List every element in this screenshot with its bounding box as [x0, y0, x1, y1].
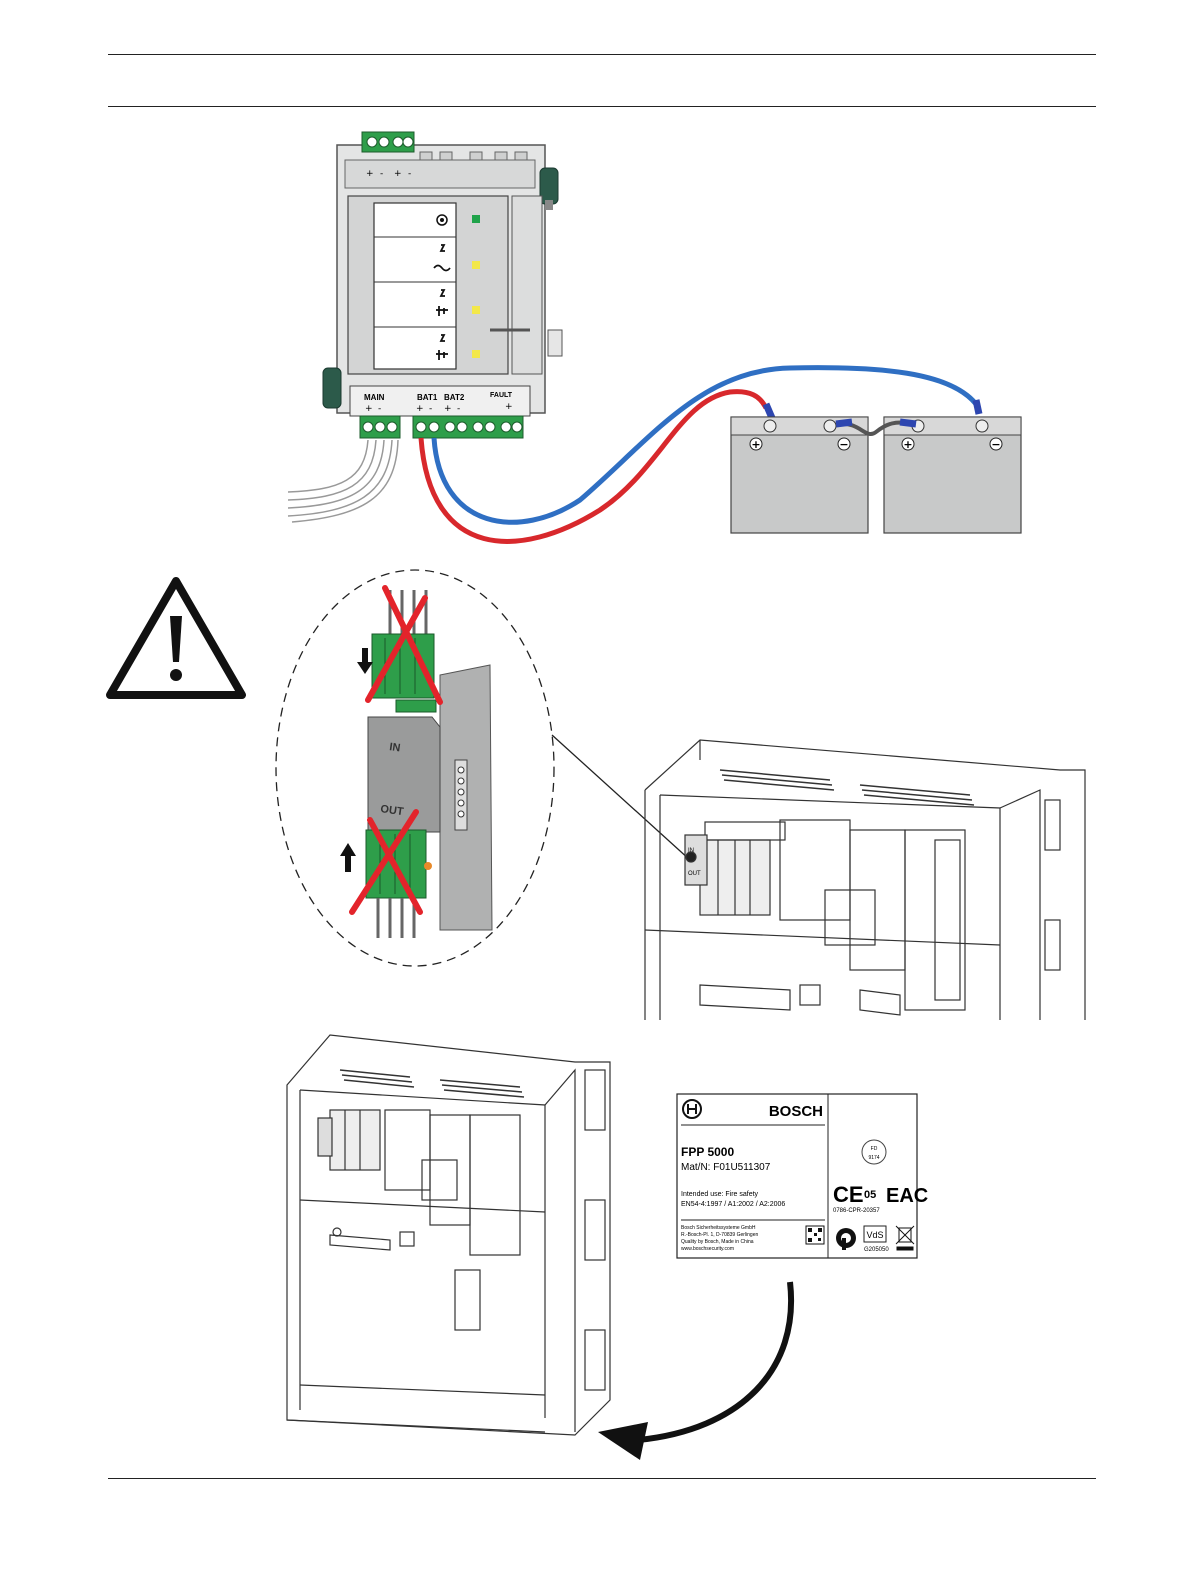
- label-bat2: BAT2: [444, 393, 465, 402]
- battery-bridge-cable: [839, 420, 913, 436]
- label-standard: EN54-4:1997 / A1:2002 / A2:2006: [681, 1201, 785, 1208]
- status-display: [373, 202, 457, 370]
- housing-open-right: [644, 739, 1086, 1020]
- battery2-plus: +: [903, 438, 912, 451]
- label-main-plus: +: [365, 404, 373, 414]
- led-green: [472, 215, 480, 223]
- bosch-logo-icon: [682, 1099, 702, 1119]
- battery1-plus: +: [751, 438, 760, 451]
- label-mat-no: Mat/N: F01U511307: [681, 1162, 771, 1173]
- battery-2: + −: [883, 416, 1022, 534]
- mains-cables: [287, 439, 399, 523]
- rating-label: BOSCH FPP 5000 Mat/N: F01U511307 Intende…: [676, 1093, 928, 1259]
- led-yellow-1: [472, 261, 480, 269]
- module-out-label: OUT: [380, 803, 405, 818]
- label-cpr: 0786-CPR-20357: [833, 1208, 880, 1214]
- ce-number: 05: [864, 1189, 876, 1201]
- label-product: FPP 5000: [681, 1145, 734, 1159]
- led-yellow-2: [472, 306, 480, 314]
- top-terminal-label-1: +: [366, 169, 374, 179]
- label-bat2-plus: +: [444, 404, 452, 414]
- label-maker-3: Quality by Bosch, Made in China: [681, 1239, 754, 1245]
- battery-1: + −: [730, 416, 869, 534]
- battery1-minus: −: [839, 438, 848, 451]
- vds-number: G205050: [864, 1247, 889, 1253]
- module-body: [367, 716, 441, 833]
- top-terminal-block: + - + -: [361, 131, 415, 179]
- label-fault: FAULT: [490, 392, 513, 399]
- cross-top-icon: [365, 585, 443, 705]
- footer-rule: [108, 1478, 1096, 1479]
- ce-mark: CE: [833, 1182, 864, 1207]
- label-bat1-plus: +: [416, 404, 424, 414]
- led-yellow-3: [472, 350, 480, 358]
- label-fault-plus: +: [505, 402, 513, 412]
- seal-top: FD: [871, 1146, 878, 1152]
- header-rule-bottom: [108, 106, 1096, 107]
- weee-bin-icon: [895, 1225, 915, 1251]
- housing-in-label: IN: [688, 848, 694, 854]
- warning-icon: [106, 577, 246, 699]
- battery1-fault-icon: [436, 289, 448, 316]
- module-in-label: IN: [389, 741, 402, 754]
- battery2-fault-icon: [436, 334, 448, 360]
- detail-callout: IN OUT: [275, 569, 691, 967]
- label-bat2-minus: -: [457, 404, 460, 414]
- label-maker-1: Bosch Sicherheitssysteme GmbH: [681, 1225, 756, 1231]
- label-maker-4: www.boschsecurity.com: [681, 1246, 734, 1252]
- arrow-curved-icon: [598, 1281, 795, 1460]
- housing-out-label: OUT: [688, 871, 701, 877]
- label-intended-use: Intended use: Fire safety: [681, 1191, 759, 1198]
- label-main-minus: -: [378, 404, 381, 414]
- eac-mark: EAC: [886, 1185, 928, 1207]
- mains-fault-icon: [433, 244, 451, 272]
- label-bat1-minus: -: [429, 404, 432, 414]
- mounting-knob-left: [322, 367, 342, 409]
- seal-num: 9174: [868, 1155, 879, 1161]
- battery2-minus: −: [991, 438, 1000, 451]
- power-on-icon: [436, 214, 448, 226]
- certification-mark-icon: [836, 1228, 856, 1250]
- arrow-down-icon: [357, 648, 373, 674]
- top-terminal-label-4: -: [408, 169, 411, 179]
- cross-bottom-icon: [349, 809, 423, 915]
- label-brand: BOSCH: [769, 1103, 823, 1120]
- arrow-up-icon: [340, 843, 356, 872]
- label-bat1: BAT1: [417, 393, 438, 402]
- mounting-knob-right: [539, 167, 559, 210]
- power-supply-unit: + - + -: [287, 131, 563, 523]
- bottom-terminal-block: [359, 415, 524, 439]
- housing-left-bottom: [286, 1034, 611, 1436]
- label-main: MAIN: [364, 393, 385, 402]
- label-maker-2: R.-Bosch-Pl. 1, D-70839 Gerlingen: [681, 1232, 758, 1238]
- top-terminal-label-2: -: [380, 169, 383, 179]
- vds-seal-icon: FD 9174: [861, 1139, 887, 1165]
- vds-mark: VdS: [866, 1230, 883, 1240]
- qr-code-icon: [805, 1225, 825, 1245]
- top-terminal-label-3: +: [394, 169, 402, 179]
- callout-leader-line: [551, 734, 691, 861]
- wire-blue: [431, 365, 978, 525]
- wire-red: [418, 389, 769, 544]
- header-rule-top: [108, 54, 1096, 55]
